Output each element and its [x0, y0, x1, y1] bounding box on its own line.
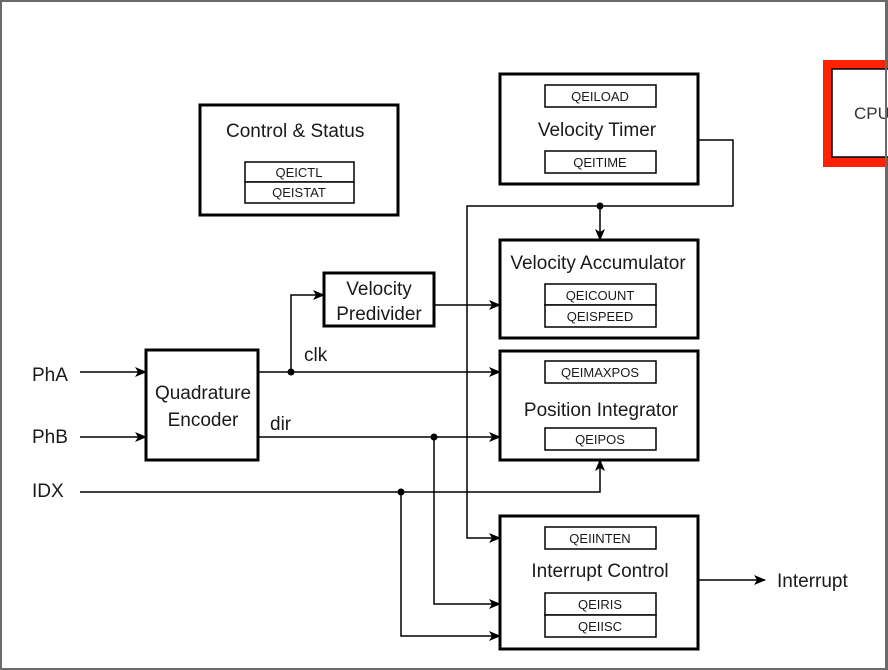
interrupt-control-block[interactable]: QEIINTEN Interrupt Control QEIRIS QEIISC [498, 514, 700, 651]
register-qeiisc [544, 614, 657, 638]
control-status-title: Control & Status [226, 121, 364, 142]
velocity-accumulator-block[interactable]: Velocity Accumulator QEICOUNT QEISPEED [498, 238, 700, 340]
velocity-timer-title: Velocity Timer [538, 120, 657, 141]
register-qeictl-label: QEICTL [276, 165, 323, 180]
velocity-predivider-block[interactable]: Velocity Predivider [322, 271, 436, 328]
signal-label-clk: clk [304, 345, 328, 366]
position-integrator-block[interactable]: QEIMAXPOS Position Integrator QEIPOS [498, 349, 700, 462]
signal-label-dir: dir [270, 414, 292, 435]
velocity-predivider-title-line2: Predivider [336, 304, 422, 325]
register-qeiinten-label: QEIINTEN [569, 531, 630, 546]
register-qeicount-label: QEICOUNT [566, 288, 635, 303]
signal-label-interrupt: Interrupt [777, 571, 848, 592]
register-qeimaxpos-label: QEIMAXPOS [561, 365, 639, 380]
position-integrator-title: Position Integrator [524, 400, 679, 421]
register-qeitime [544, 150, 657, 174]
cpu-box [831, 68, 888, 158]
register-qeiisc-label: QEIISC [578, 619, 622, 634]
interrupt-control-title: Interrupt Control [531, 561, 668, 582]
velocity-timer-block[interactable]: QEILOAD Velocity Timer QEITIME [498, 72, 700, 186]
register-qeiload-label: QEILOAD [571, 89, 629, 104]
quadrature-encoder-title-line1: Quadrature [155, 383, 251, 404]
velocity-accumulator-title: Velocity Accumulator [510, 253, 686, 274]
signal-label-idx: IDX [32, 481, 64, 502]
control-status-block[interactable]: Control & Status QEICTL QEISTAT [198, 103, 400, 217]
velocity-predivider-title-line1: Velocity [346, 279, 412, 300]
cpu-label: CPU [854, 104, 888, 123]
control-status-box [198, 103, 400, 217]
register-qeistat-label: QEISTAT [272, 185, 326, 200]
register-qeispeed-label: QEISPEED [567, 309, 633, 324]
quadrature-encoder-title-line2: Encoder [168, 410, 239, 431]
register-qeiris-label: QEIRIS [578, 597, 622, 612]
signal-label-pha: PhA [32, 365, 68, 386]
register-qeiload [544, 84, 657, 108]
register-qeipos-label: QEIPOS [575, 432, 625, 447]
register-qeitime-label: QEITIME [573, 155, 627, 170]
wire-idx-to-position [80, 459, 605, 493]
quadrature-encoder-box [144, 348, 260, 462]
register-qeipos [544, 427, 657, 451]
register-qeistat [244, 181, 355, 204]
velocity-predivider-box [322, 271, 436, 328]
quadrature-encoder-block[interactable]: Quadrature Encoder [144, 348, 260, 462]
cpu-block[interactable]: CPU [823, 60, 888, 167]
wire-clk-to-predivider [290, 290, 325, 372]
signal-label-phb: PhB [32, 427, 68, 448]
wire-idx-to-interrupt [400, 492, 501, 641]
register-qeiinten [544, 526, 657, 550]
register-qeispeed [544, 304, 657, 328]
register-qeimaxpos [544, 360, 657, 384]
